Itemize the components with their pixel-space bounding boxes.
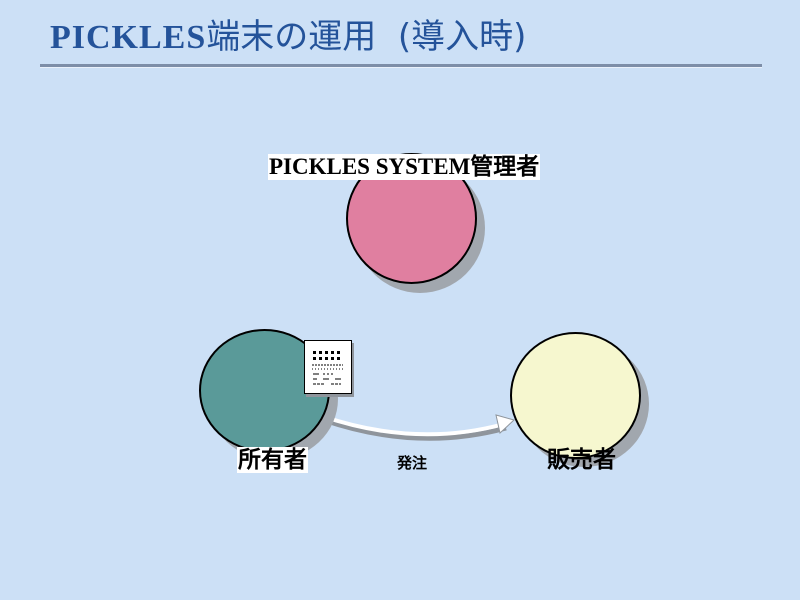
title-underline: [40, 64, 762, 67]
owner-label: 所有者: [237, 447, 308, 473]
admin-label: PICKLES SYSTEM管理者: [268, 154, 541, 180]
seller-label: 販売者: [547, 447, 616, 472]
order-edge-label: 発注: [397, 454, 428, 472]
title-underline-highlight: [40, 67, 762, 68]
page-title: PICKLES端末の運用 (導入時): [50, 14, 526, 61]
title-japanese: 端末の運用: [206, 17, 377, 57]
title-latin: PICKLES: [50, 19, 207, 56]
order-form-lines: [312, 351, 343, 385]
seller-node: [510, 332, 641, 459]
order-form-icon: [304, 340, 352, 394]
title-suffix: (導入時): [397, 17, 527, 57]
